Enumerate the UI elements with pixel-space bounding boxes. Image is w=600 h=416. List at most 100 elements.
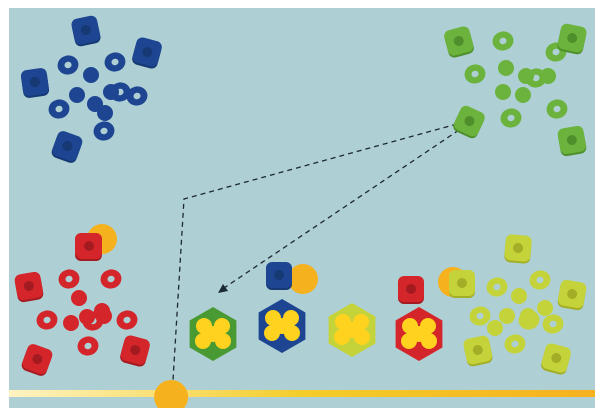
yellow-piece-2[interactable] xyxy=(557,279,587,311)
red-ring-1-hole xyxy=(65,275,73,283)
yellow-ring-3[interactable] xyxy=(467,304,492,328)
red-ring-5-hole xyxy=(84,342,92,350)
green-tile-coin-5 xyxy=(205,326,221,342)
red-piece-2[interactable] xyxy=(14,271,44,303)
red-active-piece-3[interactable] xyxy=(398,276,424,304)
green-piece-3-pip xyxy=(464,116,475,127)
green-ring-1[interactable] xyxy=(490,29,515,53)
red-ring-4[interactable] xyxy=(114,308,139,332)
yellow-dot-2[interactable] xyxy=(499,308,515,324)
blue-ring-3-hole xyxy=(55,105,63,113)
red-dot-3[interactable] xyxy=(63,315,79,331)
green-ring-4[interactable] xyxy=(544,97,569,121)
yellow-ring-2[interactable] xyxy=(527,268,552,292)
green-piece-1[interactable] xyxy=(443,25,475,59)
move-arrow xyxy=(220,129,460,291)
blue-ring-1[interactable] xyxy=(55,53,80,77)
blue-piece-2[interactable] xyxy=(131,36,163,70)
blue-ring-2-hole xyxy=(111,58,119,66)
blue-ring-2[interactable] xyxy=(102,50,127,74)
blue-active-piece-2-pip xyxy=(274,270,284,280)
blue-ring-5[interactable] xyxy=(91,119,116,143)
green-tile[interactable] xyxy=(189,307,237,361)
yellow-dot-3[interactable] xyxy=(520,308,536,324)
move-path xyxy=(172,123,458,381)
red-piece-3-pip xyxy=(32,354,43,365)
yellow-ring-1-hole xyxy=(493,283,501,291)
red-dot-5[interactable] xyxy=(96,308,112,324)
green-piece-2[interactable] xyxy=(556,23,587,56)
blue-tile[interactable] xyxy=(258,299,306,353)
green-piece-2-pip xyxy=(567,33,578,44)
red-active-piece-1[interactable] xyxy=(76,233,102,261)
green-dot-3[interactable] xyxy=(540,68,556,84)
board-scene xyxy=(9,15,595,408)
yellow-active-piece-4[interactable] xyxy=(449,270,475,298)
red-dot-4[interactable] xyxy=(79,309,95,325)
green-dot-1[interactable] xyxy=(498,60,514,76)
yellow-piece-4[interactable] xyxy=(540,342,572,376)
blue-ring-4[interactable] xyxy=(124,84,149,108)
turn-marker-2[interactable] xyxy=(288,264,318,294)
red-piece-4[interactable] xyxy=(119,334,151,368)
green-dot-5[interactable] xyxy=(515,87,531,103)
yellow-ring-3-hole xyxy=(476,312,484,320)
red-active-piece-1-pip xyxy=(84,241,94,251)
green-dot-2[interactable] xyxy=(518,68,534,84)
green-piece-1-pip xyxy=(453,36,464,47)
yellow-dot-5[interactable] xyxy=(537,300,553,316)
green-ring-3-hole xyxy=(471,70,479,78)
yellow-ring-1[interactable] xyxy=(484,275,509,299)
yellow-dot-1[interactable] xyxy=(511,288,527,304)
green-dot-4[interactable] xyxy=(495,84,511,100)
yellow-piece-4-pip xyxy=(551,353,562,364)
blue-dot-1[interactable] xyxy=(83,67,99,83)
track-marker[interactable] xyxy=(154,380,189,408)
red-tile-coin-5 xyxy=(411,326,427,342)
green-ring-3[interactable] xyxy=(462,62,487,86)
blue-piece-3-pip xyxy=(29,77,40,88)
green-piece-4-pip xyxy=(566,135,577,146)
green-piece-4[interactable] xyxy=(557,125,587,157)
yellow-piece-2-pip xyxy=(567,289,578,300)
yellow-ring-4[interactable] xyxy=(540,312,565,336)
yellow-ring-4-hole xyxy=(549,320,557,328)
red-ring-1[interactable] xyxy=(56,267,81,291)
blue-piece-4[interactable] xyxy=(50,129,84,164)
yellow-tile[interactable] xyxy=(328,303,376,357)
blue-ring-3[interactable] xyxy=(46,97,71,121)
blue-active-piece-2[interactable] xyxy=(266,262,292,290)
yellow-ring-5[interactable] xyxy=(502,332,527,356)
blue-piece-1-pip xyxy=(80,25,91,36)
red-dot-1[interactable] xyxy=(71,290,87,306)
blue-dot-5[interactable] xyxy=(97,105,113,121)
green-piece-3[interactable] xyxy=(451,104,486,140)
blue-ring-5-hole xyxy=(100,127,108,135)
blue-dot-3[interactable] xyxy=(69,87,85,103)
blue-ring-1-hole xyxy=(64,61,72,69)
blue-cluster xyxy=(20,15,163,164)
red-ring-2-hole xyxy=(107,275,115,283)
yellow-dot-4[interactable] xyxy=(487,320,503,336)
red-ring-2[interactable] xyxy=(98,267,123,291)
red-piece-3[interactable] xyxy=(20,342,54,377)
blue-ring-4-hole xyxy=(133,92,141,100)
yellow-piece-1-pip xyxy=(513,243,524,254)
green-ring-6-hole xyxy=(532,74,540,82)
yellow-tile-coin-5 xyxy=(344,322,360,338)
blue-dot-2[interactable] xyxy=(103,84,119,100)
green-ring-5-hole xyxy=(507,114,515,122)
game-board xyxy=(9,8,595,408)
score-track xyxy=(9,390,595,397)
yellow-ring-5-hole xyxy=(511,340,519,348)
green-ring-5[interactable] xyxy=(498,106,523,130)
red-ring-3[interactable] xyxy=(34,308,59,332)
blue-piece-1[interactable] xyxy=(70,15,101,48)
blue-piece-3[interactable] xyxy=(20,67,50,98)
yellow-piece-1[interactable] xyxy=(504,234,532,264)
red-tile[interactable] xyxy=(395,307,443,361)
yellow-piece-3[interactable] xyxy=(462,335,493,368)
red-piece-4-pip xyxy=(130,345,141,356)
red-ring-5[interactable] xyxy=(75,334,100,358)
green-ring-4-hole xyxy=(553,105,561,113)
